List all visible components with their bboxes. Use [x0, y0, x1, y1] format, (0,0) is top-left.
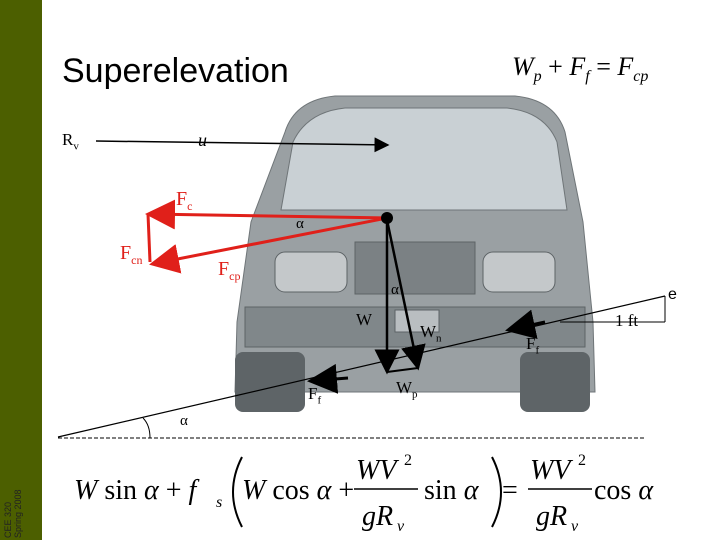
- fcn-label: Fcn: [120, 242, 143, 267]
- ff-left-label: Ff: [308, 384, 322, 407]
- eq-b-equals: =: [502, 475, 518, 506]
- sidebar-band: [0, 0, 42, 540]
- eq-b-exp2: 2: [578, 452, 586, 469]
- wheel-right: [520, 352, 590, 412]
- eq-b-num1: WV: [356, 455, 399, 486]
- alpha-top-label: α: [296, 216, 304, 232]
- eq-wp-sub: p: [533, 68, 542, 86]
- eq-plus: +: [548, 52, 563, 81]
- ff-right-arrow: [505, 309, 546, 339]
- eq-b-term1: W sin α + f: [74, 475, 200, 506]
- fc-label: Fc: [176, 188, 193, 213]
- fcp-arrow: [149, 216, 388, 274]
- wheel-left: [235, 352, 305, 412]
- alpha-mid-label: α: [391, 282, 399, 298]
- radius-arrow: [95, 137, 390, 153]
- eq-wp: W: [512, 52, 534, 81]
- eq-b-paren-right: [491, 456, 502, 528]
- wp-label: Wp: [396, 378, 418, 401]
- wp-line: [386, 367, 419, 373]
- bottom-equation: W sin α + f s W cos α + WV 2 gR v sin α …: [74, 452, 654, 535]
- fcp-label: Fcp: [218, 258, 241, 283]
- top-equation: Wp + Ff = Fcp: [512, 52, 648, 86]
- eq-fcp-sub: cp: [633, 68, 649, 86]
- vehicle-illustration: [234, 95, 596, 412]
- eq-b-den1: gR: [362, 501, 393, 532]
- u-label: u: [198, 130, 207, 150]
- eq-b-paren-left: [232, 456, 243, 528]
- wn-label: Wn: [420, 322, 442, 345]
- w-label: W: [356, 310, 373, 329]
- e-label: e: [668, 286, 677, 303]
- eq-b-cos-tail: cos α: [594, 475, 654, 506]
- eq-b-fs-sub: s: [216, 494, 222, 511]
- wn-arrow: [385, 219, 426, 371]
- alpha-ground-label: α: [180, 413, 188, 429]
- eq-fcp: F: [617, 52, 634, 81]
- ground-angle-arc: [142, 417, 151, 439]
- fc-arrow: [145, 199, 388, 230]
- eq-b-cos-term: W cos α +: [242, 475, 354, 506]
- grille: [354, 241, 476, 295]
- one-ft-label: 1 ft: [615, 311, 639, 330]
- page-title: Superelevation: [62, 52, 289, 90]
- headlight-right: [482, 251, 556, 293]
- headlight-left: [274, 251, 348, 293]
- ff-left-arrow: [307, 363, 349, 394]
- eq-b-den2: gR: [536, 501, 567, 532]
- eq-ff: F: [569, 52, 586, 81]
- slope-line: [57, 295, 666, 438]
- rv-label: Rv: [62, 130, 79, 153]
- eq-b-exp1: 2: [404, 452, 412, 469]
- eq-b-sin-term: sin α: [424, 475, 480, 506]
- eq-equals: =: [596, 52, 611, 81]
- center-of-gravity: [381, 212, 393, 224]
- eq-ff-sub: f: [585, 68, 590, 86]
- ff-right-label: Ff: [526, 334, 540, 357]
- eq-b-num2: WV: [530, 455, 573, 486]
- windshield: [280, 107, 568, 211]
- eq-b-den1-sub: v: [397, 518, 405, 535]
- fcn-line: [146, 213, 152, 263]
- eq-b-den2-sub: v: [571, 518, 579, 535]
